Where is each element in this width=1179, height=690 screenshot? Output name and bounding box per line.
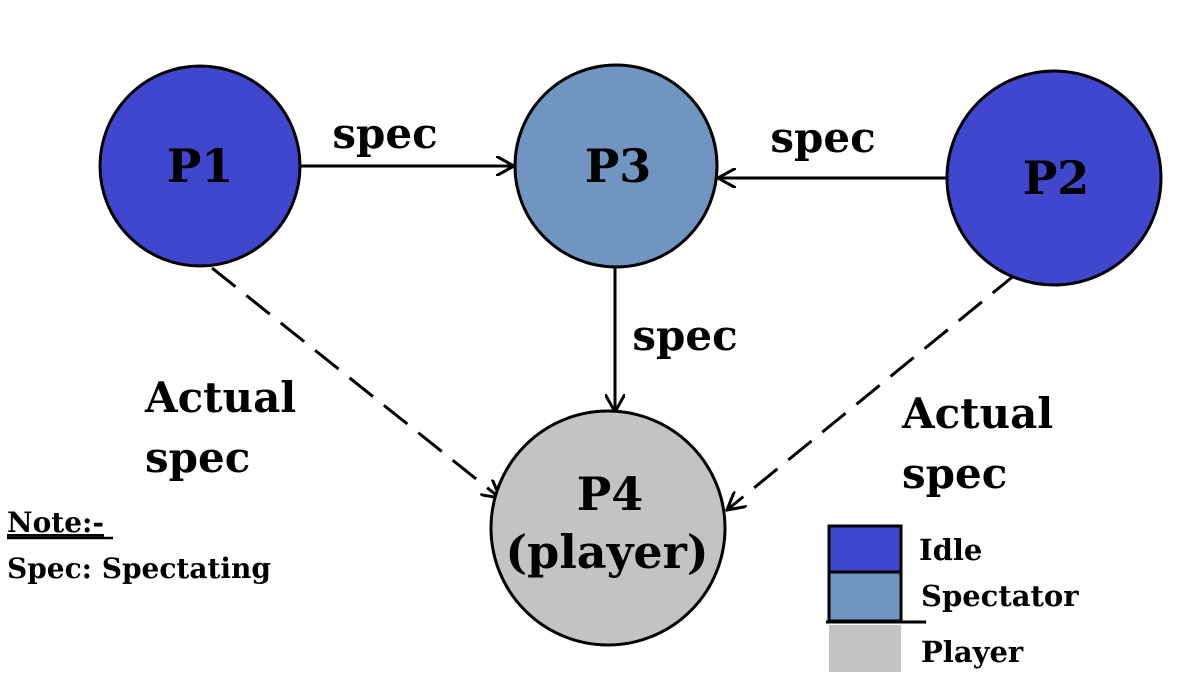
node-p3-circle bbox=[513, 63, 719, 269]
note-text: Spec: Spectating bbox=[7, 552, 271, 585]
node-p2: P2 bbox=[945, 69, 1163, 287]
legend-label-spectator: Spectator bbox=[921, 579, 1079, 613]
edge-label-p1-p3: spec bbox=[332, 109, 437, 158]
node-p4: P4 (player) bbox=[489, 409, 727, 647]
legend-swatch-spectator bbox=[827, 570, 903, 623]
edge-p1-p4-dashed bbox=[211, 266, 500, 498]
edge-label-p1-p4-line2: spec bbox=[145, 433, 250, 482]
node-p4-label-line2: (player) bbox=[505, 525, 708, 579]
node-p3: P3 bbox=[513, 63, 719, 269]
legend-swatch-player bbox=[829, 625, 901, 672]
edge-label-p3-p4: spec bbox=[632, 311, 737, 360]
node-p4-circle bbox=[489, 409, 727, 647]
edge-label-p2-p4-line1: Actual bbox=[901, 389, 1053, 438]
node-p3-label: P3 bbox=[585, 139, 652, 193]
legend-label-player: Player bbox=[921, 635, 1024, 669]
node-p2-circle bbox=[945, 69, 1163, 287]
node-p1: P1 bbox=[98, 64, 302, 268]
node-p2-label: P2 bbox=[1023, 151, 1090, 205]
edge-label-p2-p3: spec bbox=[770, 113, 875, 162]
node-p1-label: P1 bbox=[167, 139, 234, 193]
edge-label-p1-p4-line1: Actual bbox=[144, 373, 296, 422]
edge-p2-p4-dashed bbox=[727, 272, 1017, 510]
note-title: Note:- bbox=[7, 506, 104, 539]
legend-swatch-idle bbox=[827, 524, 903, 574]
node-p4-label-line1: P4 bbox=[577, 467, 644, 521]
edge-label-p2-p4-line2: spec bbox=[902, 449, 1007, 498]
legend: Idle Spectator Player bbox=[826, 524, 1079, 672]
legend-label-idle: Idle bbox=[919, 533, 982, 567]
node-p1-circle bbox=[98, 64, 302, 268]
